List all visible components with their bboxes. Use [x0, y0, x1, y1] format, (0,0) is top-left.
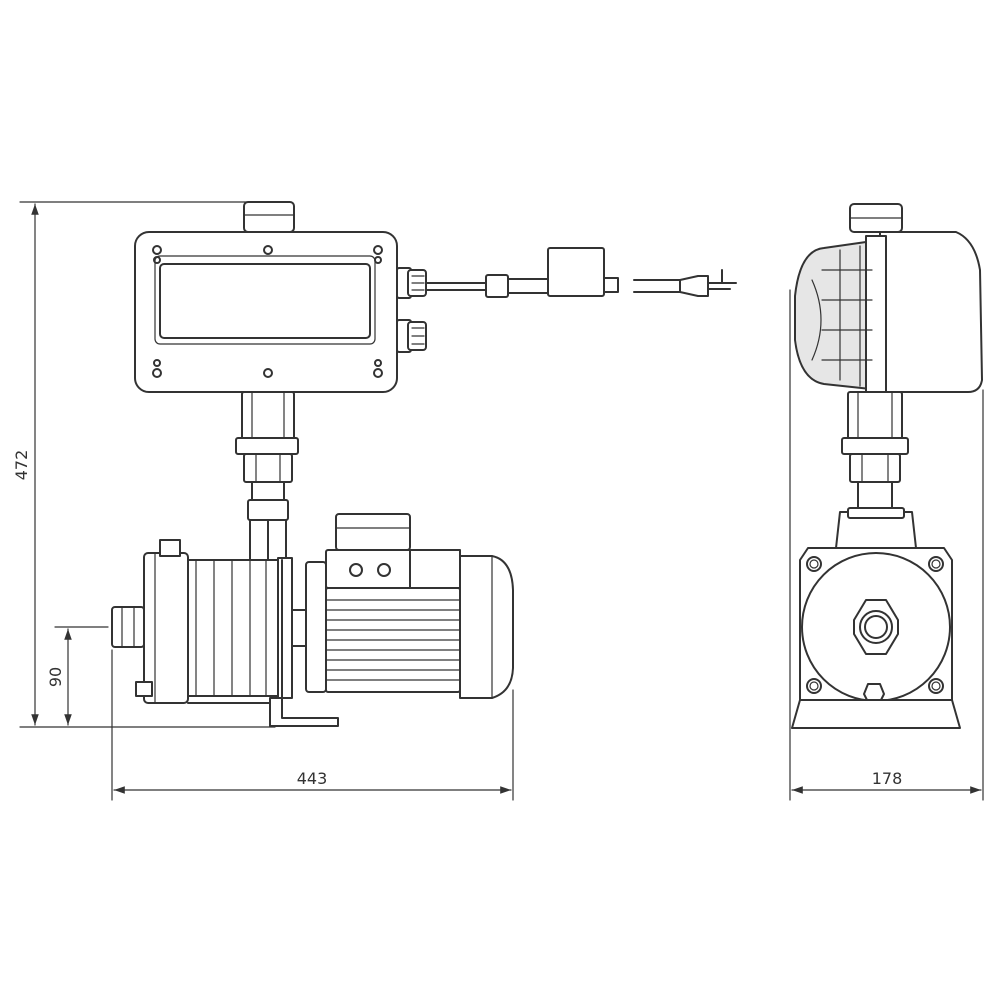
dimension-height-label: 472 — [12, 450, 31, 481]
side-riser — [835, 391, 917, 549]
front-view — [111, 201, 737, 727]
pressure-controller — [134, 231, 398, 393]
side-pump-face — [791, 547, 961, 729]
dimension-width-label: 178 — [872, 769, 903, 788]
pump-stages — [111, 539, 339, 727]
cable-glands — [396, 267, 427, 353]
power-cable — [425, 247, 737, 298]
dimension-inlet-height-label: 90 — [46, 667, 65, 687]
side-controller-housing — [794, 231, 983, 393]
riser-fittings — [235, 391, 299, 561]
controller-cap — [243, 201, 295, 233]
dimension-length-label: 443 — [297, 769, 328, 788]
side-view — [791, 203, 983, 729]
motor — [305, 513, 514, 699]
dimension-lines — [19, 201, 984, 801]
